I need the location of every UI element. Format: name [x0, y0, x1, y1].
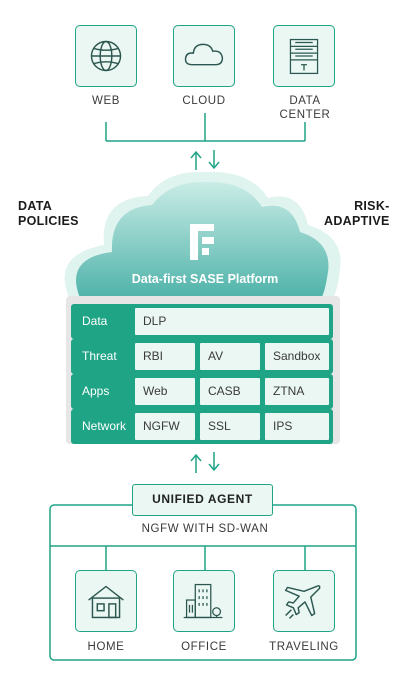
sync-arrows-top [190, 150, 220, 170]
building-icon [183, 583, 223, 619]
cell-ssl: SSL [199, 412, 261, 441]
sync-arrows-bottom [190, 452, 220, 473]
web-node [75, 25, 137, 87]
row-label-network: Network [74, 412, 130, 441]
cloud-node [173, 25, 235, 87]
forcepoint-logo-icon [190, 224, 214, 260]
airplane-icon [284, 585, 321, 619]
unified-agent-box: UNIFIED AGENT [132, 484, 273, 516]
house-icon [88, 585, 124, 619]
cell-sandbox: Sandbox [264, 342, 330, 371]
traveling-label: TRAVELING [269, 641, 339, 653]
data-policies-label: DATA POLICIES [18, 199, 79, 228]
cell-dlp: DLP [134, 307, 330, 336]
cell-ips: IPS [264, 412, 330, 441]
cloud-label: CLOUD [182, 95, 226, 107]
cloud-icon [184, 43, 224, 66]
office-node [173, 570, 235, 632]
row-label-threat: Threat [74, 342, 130, 371]
risk-adaptive-label: RISK- ADAPTIVE [324, 199, 390, 228]
cell-av: AV [199, 342, 261, 371]
row-label-apps: Apps [74, 377, 130, 406]
home-node [75, 570, 137, 632]
cell-web: Web [134, 377, 196, 406]
home-label: HOME [87, 641, 125, 653]
cell-casb: CASB [199, 377, 261, 406]
platform-title: Data-first SASE Platform [131, 272, 279, 286]
globe-icon [90, 40, 122, 72]
web-label: WEB [92, 95, 120, 107]
traveling-node [273, 570, 335, 632]
office-label: OFFICE [181, 641, 227, 653]
cell-ztna: ZTNA [264, 377, 330, 406]
cell-rbi: RBI [134, 342, 196, 371]
cell-ngfw: NGFW [134, 412, 196, 441]
agent-subtitle: NGFW WITH SD-WAN [141, 523, 269, 535]
data-center-node [273, 25, 335, 87]
row-label-data: Data [74, 307, 130, 336]
data-center-label: DATA CENTER [279, 95, 331, 121]
server-icon [289, 38, 319, 75]
